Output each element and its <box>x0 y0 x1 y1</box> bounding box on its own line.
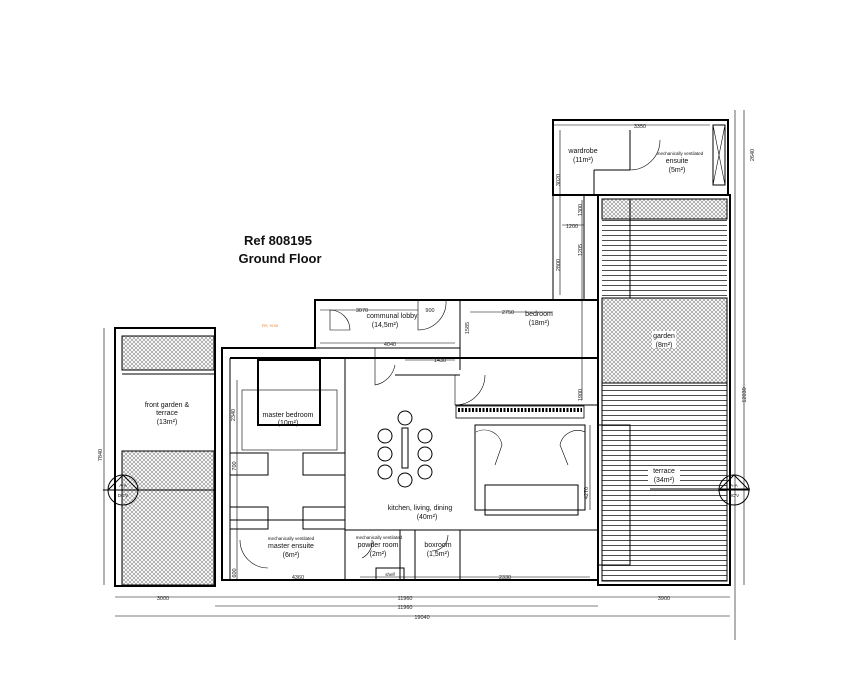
dim-label: 4360 <box>292 575 304 581</box>
room-label: communal lobby <box>367 313 418 320</box>
dim-label: 12030 <box>742 387 748 402</box>
dim-label: 2330 <box>499 575 511 581</box>
room-area: (5m²) <box>669 167 686 174</box>
room-label: ensuite <box>666 158 689 165</box>
room-area: (34m²) <box>654 477 675 484</box>
dining-table <box>377 410 433 488</box>
dim-label: 19040 <box>414 615 429 621</box>
room-label: terrace <box>156 410 178 417</box>
dim-label: 1200 <box>566 224 578 230</box>
dim-label: 11960 <box>398 605 413 611</box>
room-area: (13m²) <box>157 419 178 426</box>
room-label: wardrobe <box>567 148 597 155</box>
dim-label: 11960 <box>398 596 413 602</box>
dim-label: 3350 <box>634 124 646 130</box>
section-marker-right: A-A DC'V <box>650 474 751 506</box>
right-garden-terrace: garden (8m²) terrace (34m²) <box>597 194 731 586</box>
room-area: (18m²) <box>529 320 550 327</box>
room-area: (40m²) <box>417 514 438 521</box>
dim-label: 3000 <box>157 596 169 602</box>
dim-label: 600 <box>232 568 238 577</box>
room-label: garden <box>653 333 675 340</box>
main-house-walls: shelf <box>221 299 599 581</box>
dim-label: 1585 <box>465 322 471 334</box>
room-note: mechanically ventilated <box>356 535 403 540</box>
room-area: (8m²) <box>656 342 673 349</box>
room-label: master bedroom <box>263 412 314 419</box>
dimension-lines <box>103 110 745 640</box>
room-area: (10m²) <box>278 420 299 427</box>
level-note: FFL +0.00 <box>262 324 278 328</box>
dim-label: 2750 <box>502 310 514 316</box>
plan-floor: Ground Floor <box>238 251 321 266</box>
dim-label: 3020 <box>556 174 562 186</box>
room-note: mechanically ventilated <box>657 151 704 156</box>
dim-label: 2800 <box>556 259 562 271</box>
dim-label: 4270 <box>584 487 590 499</box>
dim-label: 1900 <box>578 389 584 401</box>
dim-label: 7840 <box>98 449 104 461</box>
dim-label: 1430 <box>434 358 446 364</box>
dim-label: 900 <box>425 308 434 314</box>
dimension-labels: 3350 2640 3020 1300 1200 2800 1205 3070 … <box>98 124 756 621</box>
room-label: terrace <box>653 468 675 475</box>
section-marker-left: A-A DC'V <box>103 474 215 506</box>
room-label: master ensuite <box>268 543 314 550</box>
section-sheet: DC'V <box>729 493 739 498</box>
room-area: (6m²) <box>283 552 300 559</box>
dim-label: 2340 <box>231 409 237 421</box>
dim-label: 4040 <box>384 342 396 348</box>
room-label: kitchen, living, dining <box>388 505 453 512</box>
dim-label: 1205 <box>578 244 584 256</box>
dim-label: 3900 <box>658 596 670 602</box>
section-label: A-A <box>730 483 738 488</box>
dim-label: 1300 <box>578 204 584 216</box>
dim-label: 700 <box>232 461 238 470</box>
room-label: front garden & <box>145 402 190 409</box>
room-label: powder room <box>358 542 399 549</box>
section-label: A-A <box>119 483 127 488</box>
room-area: (14,5m²) <box>372 322 398 329</box>
plan-ref: Ref 808195 <box>244 233 312 248</box>
room-area: (11m²) <box>573 157 593 164</box>
room-note: mechanically ventilated <box>268 536 315 541</box>
room-area: (1,5m²) <box>427 551 450 558</box>
dim-label: 3070 <box>356 308 368 314</box>
shelf-label: shelf <box>385 572 395 577</box>
room-label: boxroom <box>424 542 451 549</box>
room-label: bedroom <box>525 311 553 318</box>
room-area: (2m²) <box>370 551 387 558</box>
front-garden: front garden & terrace (13m²) <box>114 327 216 587</box>
section-sheet: DC'V <box>118 493 128 498</box>
dim-label: 2640 <box>750 149 756 161</box>
